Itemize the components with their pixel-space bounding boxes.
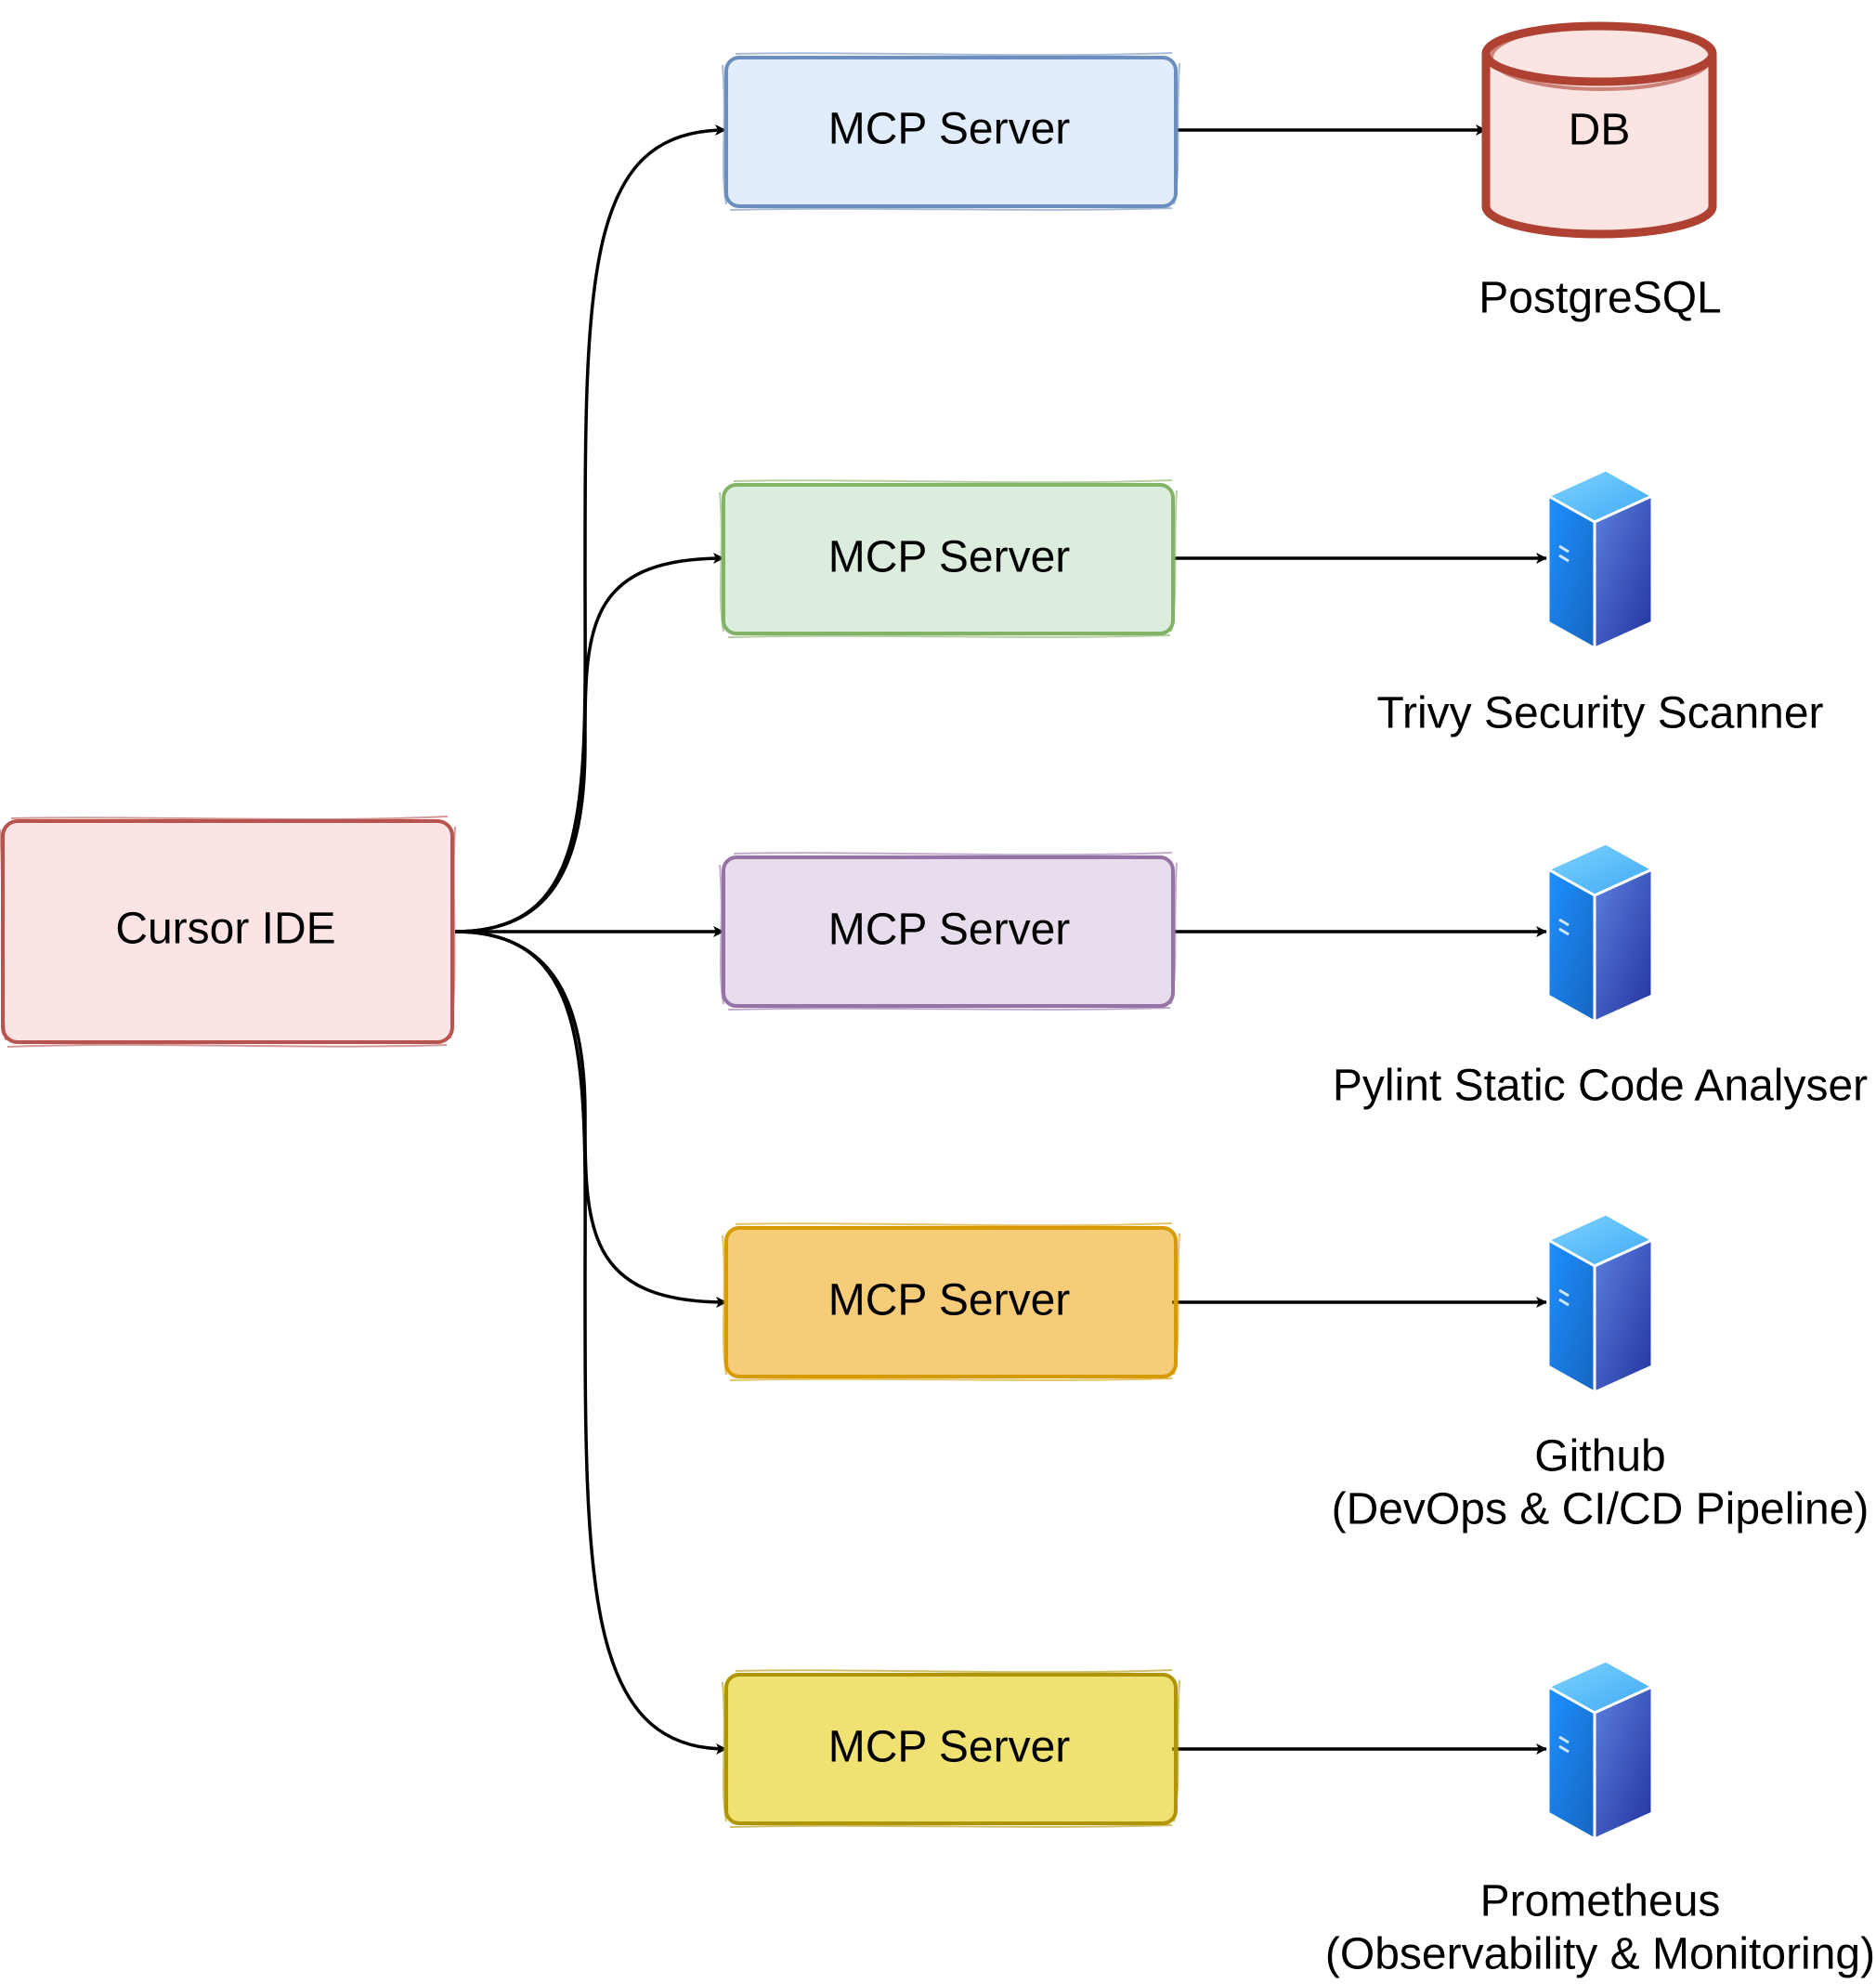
- trivy-node[interactable]: Trivy Security Scanner: [1376, 468, 1824, 738]
- prometheus-node[interactable]: Prometheus (Observability & Monitoring): [1325, 1659, 1875, 1979]
- github-node[interactable]: Github (DevOps & CI/CD Pipeline): [1332, 1212, 1869, 1534]
- mcp-server-2-label: MCP Server: [828, 533, 1071, 582]
- server-icon: [1546, 1212, 1654, 1394]
- mcp-server-node-5[interactable]: MCP Server: [722, 1669, 1180, 1828]
- mcp-server-1-outline-sketch: [722, 52, 1180, 211]
- mcp-server-4-fill: [726, 1228, 1176, 1377]
- mcp-server-2-outline-sketch: [719, 479, 1178, 638]
- connector-ide-to-server-2: [454, 553, 724, 933]
- trivy-caption: Trivy Security Scanner: [1376, 689, 1823, 738]
- pylint-caption: Pylint Static Code Analyser: [1333, 1062, 1868, 1111]
- mcp-server-4-outline: [724, 1226, 1178, 1378]
- mcp-server-3-outline: [722, 855, 1175, 1008]
- mcp-server-node-2[interactable]: MCP Server: [719, 479, 1178, 638]
- server-icon-slots: [1558, 544, 1570, 563]
- connector-ide-to-server-4: [454, 930, 727, 1308]
- database-body-outline: [1481, 54, 1717, 239]
- server-icon: [1546, 842, 1654, 1024]
- github-caption: Github: [1534, 1432, 1665, 1481]
- database-node[interactable]: DB PostgreSQL: [1479, 21, 1722, 323]
- cursor-ide-box-outline-sketch: [0, 816, 456, 1048]
- server-icon-side-face: [1593, 1238, 1654, 1394]
- mcp-server-1-outline: [724, 56, 1178, 208]
- connectors: [454, 124, 1547, 1755]
- prometheus-caption: Prometheus: [1480, 1877, 1721, 1926]
- mcp-server-5-fill: [726, 1675, 1176, 1823]
- server-icon: [1546, 468, 1654, 650]
- mcp-servers: MCP Server MCP Server MCP Server MCP Ser…: [719, 52, 1180, 1828]
- server-icon-side-face: [1593, 494, 1654, 650]
- server-icon-slots: [1558, 1288, 1570, 1307]
- mcp-server-5-outline-sketch: [722, 1669, 1180, 1828]
- database-icon: [1481, 21, 1717, 239]
- mcp-server-node-3[interactable]: MCP Server: [719, 852, 1178, 1011]
- cursor-ide-node[interactable]: Cursor IDE: [0, 816, 456, 1048]
- database-icon-label: DB: [1569, 106, 1631, 155]
- server-icon-slots: [1558, 918, 1570, 936]
- database-top-outline-sketch: [1490, 24, 1713, 91]
- server-icon-front-face: [1546, 1238, 1596, 1394]
- connector-ide-to-server-5: [454, 930, 727, 1755]
- mcp-server-4-outline-sketch: [722, 1222, 1180, 1381]
- server-icon-front-face: [1546, 1685, 1596, 1841]
- mcp-server-2-outline: [722, 483, 1175, 635]
- mcp-server-5-label: MCP Server: [828, 1723, 1071, 1772]
- cursor-ide-box-outline: [1, 819, 454, 1044]
- server-icon-front-face: [1546, 868, 1596, 1024]
- mcp-server-3-fill: [723, 857, 1173, 1006]
- mcp-server-node-1[interactable]: MCP Server: [722, 52, 1180, 211]
- server-icon-side-face: [1593, 1685, 1654, 1841]
- mcp-server-5-outline: [724, 1673, 1178, 1825]
- cursor-ide-label: Cursor IDE: [115, 905, 335, 954]
- mcp-server-4-label: MCP Server: [828, 1276, 1071, 1325]
- cursor-ide-box-fill: [3, 821, 452, 1042]
- connector-ide-to-server-1: [454, 124, 726, 933]
- mcp-server-1-label: MCP Server: [828, 105, 1071, 154]
- postgresql-caption: PostgreSQL: [1479, 274, 1721, 323]
- mcp-server-3-outline-sketch: [719, 852, 1178, 1011]
- mcp-server-1-fill: [726, 58, 1176, 206]
- pylint-node[interactable]: Pylint Static Code Analyser: [1333, 842, 1868, 1111]
- mcp-server-3-label: MCP Server: [828, 906, 1071, 955]
- mcp-server-node-4[interactable]: MCP Server: [722, 1222, 1180, 1381]
- github-caption-subtitle: (DevOps & CI/CD Pipeline): [1332, 1485, 1869, 1534]
- server-icon-slots: [1558, 1735, 1570, 1754]
- server-icon-front-face: [1546, 494, 1596, 650]
- prometheus-caption-subtitle: (Observability & Monitoring): [1325, 1930, 1875, 1979]
- server-icon: [1546, 1659, 1654, 1841]
- server-icon-side-face: [1593, 868, 1654, 1024]
- mcp-server-2-fill: [723, 485, 1173, 633]
